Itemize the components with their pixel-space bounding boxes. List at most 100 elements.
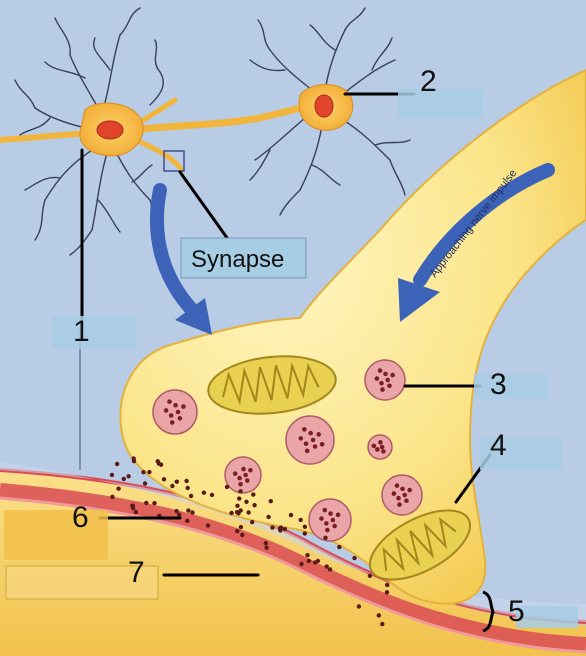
neurotransmitter-dot: [142, 481, 148, 486]
neurotransmitter-dot: [185, 485, 190, 491]
neurotransmitter-dot: [152, 501, 157, 506]
answer-box-1[interactable]: [52, 316, 136, 349]
vesicle-neurotransmitter: [319, 516, 324, 521]
left-neuron-soma: [79, 102, 144, 157]
neurotransmitter-dot: [244, 499, 249, 504]
answer-box-6[interactable]: [4, 510, 108, 560]
bracket-5: [482, 590, 495, 633]
vesicle-neurotransmitter: [391, 491, 397, 496]
vesicle-neurotransmitter: [332, 523, 337, 529]
vesicle-neurotransmitter: [378, 440, 383, 445]
neurotransmitter-dot: [298, 517, 303, 523]
neurotransmitter-dot: [380, 621, 385, 627]
impulse-arrow-head: [398, 278, 440, 322]
neurotransmitter-dot: [251, 492, 256, 497]
neurotransmitter-dot: [266, 514, 271, 520]
neurotransmitter-dot: [250, 519, 255, 525]
vesicle-neurotransmitter: [383, 371, 388, 377]
answer-box-5[interactable]: [516, 606, 578, 628]
neurotransmitter-dot: [174, 508, 179, 514]
synaptic-vesicle: [152, 389, 198, 435]
vesicle-neurotransmitter: [173, 402, 178, 408]
neurotransmitter-dot: [270, 525, 275, 530]
neurotransmitter-dot: [302, 531, 307, 536]
vesicle-neurotransmitter: [248, 467, 253, 473]
neurotransmitter-dot: [144, 500, 149, 506]
neurotransmitter-dot: [184, 478, 189, 484]
label-number-5: 5: [508, 595, 525, 628]
vesicle-neurotransmitter: [302, 427, 307, 432]
impulse-arrow-shaft: [413, 163, 555, 287]
pointer-line-synapse: [178, 170, 232, 244]
vesicle-neurotransmitter: [298, 436, 304, 441]
vesicle-neurotransmitter: [387, 383, 392, 389]
vesicle-neurotransmitter: [308, 430, 313, 436]
answer-box-7[interactable]: [5, 565, 159, 600]
neurotransmitter-dot: [170, 483, 175, 489]
neurotransmitter-dot: [376, 613, 381, 618]
answer-box-3[interactable]: [474, 374, 548, 399]
neurotransmitter-dot: [155, 459, 160, 464]
left-neuron-nucleus: [96, 120, 124, 140]
neurotransmitter-dot: [327, 567, 333, 572]
label-boxes: [4, 89, 578, 628]
vesicle-neurotransmitter: [394, 483, 400, 488]
vesicle-neurotransmitter: [175, 409, 181, 415]
vesicle-neurotransmitter: [177, 416, 183, 421]
neurotransmitter-dot: [205, 523, 211, 528]
vesicle-neurotransmitter: [325, 527, 330, 533]
vesicle-neurotransmitter: [328, 511, 333, 516]
neurotransmitter-dot: [131, 459, 137, 464]
neurotransmitter-dot: [240, 532, 245, 538]
label-number-2: 2: [420, 65, 437, 98]
zoom-arrow-head: [175, 298, 212, 335]
vesicle-neurotransmitter: [379, 444, 385, 450]
neurotransmitter-dot: [116, 486, 121, 491]
neurotransmitter-dot: [234, 510, 240, 515]
label-number-7: 7: [128, 556, 145, 589]
neurotransmitter-dot: [246, 510, 251, 515]
vesicle-neurotransmitter: [241, 466, 246, 472]
neurotransmitter-dot: [337, 544, 342, 550]
vesicle-neurotransmitter: [167, 399, 172, 404]
right-neuron-dendrites: [149, 7, 411, 216]
vesicle-neurotransmitter: [243, 472, 248, 478]
neurotransmitter-dot: [305, 553, 310, 558]
neurotransmitter-dot: [174, 479, 179, 484]
vesicle-neurotransmitter: [238, 481, 243, 487]
neurotransmitter-dot: [278, 528, 283, 533]
neurotransmitter-dot: [185, 518, 190, 523]
vesicle-neurotransmitter: [237, 475, 242, 481]
vesicle-neurotransmitter: [232, 471, 238, 476]
neurotransmitter-dot: [385, 582, 390, 588]
vesicle-neurotransmitter: [169, 420, 175, 425]
mitochondrion-lower: [368, 509, 472, 581]
neurotransmitter-dot: [209, 492, 215, 498]
neurotransmitter-dot: [282, 526, 288, 532]
vesicle-neurotransmitter: [324, 521, 329, 526]
neurotransmitter-dot: [235, 528, 240, 534]
neurotransmitter-dot: [237, 496, 242, 501]
answer-box-2[interactable]: [398, 89, 483, 118]
neurotransmitter-dot: [190, 510, 195, 515]
neurotransmitter-dot: [352, 555, 357, 561]
neurotransmitter-dot: [384, 590, 390, 595]
neurotransmitter-dot: [114, 461, 120, 467]
neurotransmitter-dot: [109, 472, 115, 478]
synaptic-vesicle: [224, 456, 262, 494]
neurotransmitter-dot: [238, 489, 243, 494]
answer-box-4[interactable]: [480, 438, 562, 470]
vesicle-neurotransmitter: [312, 444, 318, 449]
vesicle-neurotransmitter: [330, 517, 336, 523]
neurotransmitter-dot: [130, 503, 135, 508]
right-neuron-nucleus: [314, 94, 334, 118]
neurotransmitter-dot: [324, 564, 329, 569]
neurotransmitter-dot: [188, 493, 194, 499]
vesicle-neurotransmitter: [310, 437, 316, 443]
neurotransmitter-dot: [264, 545, 269, 550]
neurotransmitter-dot: [121, 476, 127, 482]
neurotransmitter-dot: [201, 490, 207, 495]
synaptic-vesicle: [308, 498, 352, 542]
vesicle-neurotransmitter: [304, 448, 310, 454]
